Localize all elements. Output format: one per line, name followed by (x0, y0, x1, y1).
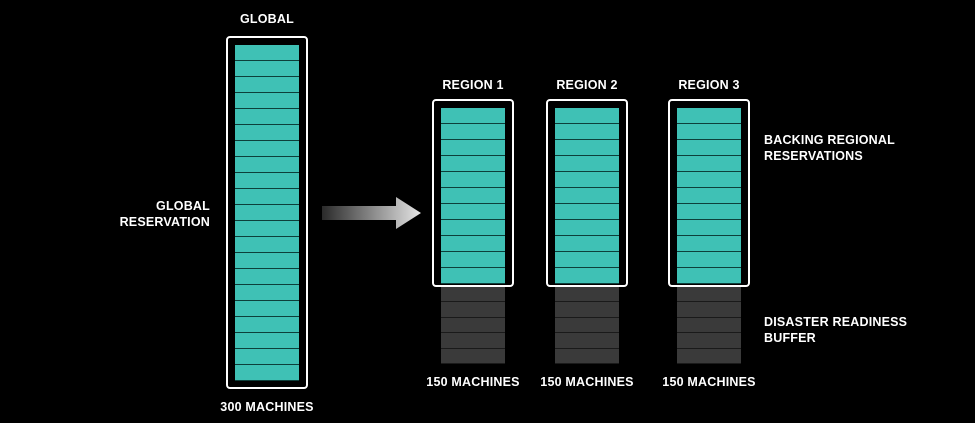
global-reservation-cell (235, 93, 299, 109)
region-reservation-cell (441, 252, 505, 268)
global-reservation-cell (235, 253, 299, 269)
region-buffer-cell (555, 302, 619, 318)
global-reservation-cell (235, 61, 299, 77)
global-reservation-cell (235, 317, 299, 333)
region-3-buffer-stack (677, 287, 741, 365)
global-reservation-cell (235, 285, 299, 301)
region-reservation-cell (677, 124, 741, 140)
region-reservation-cell (555, 156, 619, 172)
region-reservation-cell (555, 220, 619, 236)
global-reservation-cell (235, 173, 299, 189)
backing-label-line1: BACKING REGIONAL (764, 133, 895, 147)
region-buffer-cell (677, 333, 741, 349)
region-reservation-cell (555, 108, 619, 124)
global-reservation-cell (235, 269, 299, 285)
region-reservation-cell (441, 268, 505, 284)
region-2-buffer-stack (555, 287, 619, 365)
region-buffer-cell (441, 333, 505, 349)
region-buffer-cell (677, 348, 741, 365)
region-1-buffer-stack (441, 287, 505, 365)
disaster-readiness-buffer-label: DISASTER READINESS BUFFER (764, 314, 907, 346)
region-reservation-cell (677, 220, 741, 236)
region-reservation-cell (441, 236, 505, 252)
global-reservation-label-line2: RESERVATION (119, 215, 210, 229)
global-reservation-stack (235, 45, 299, 381)
region-buffer-cell (441, 348, 505, 365)
buffer-label-line1: DISASTER READINESS (764, 315, 908, 329)
backing-regional-reservations-label: BACKING REGIONAL RESERVATIONS (764, 132, 895, 164)
region-3-machines-label: 150 MACHINES (662, 375, 756, 389)
global-reservation-label: GLOBAL RESERVATION (100, 198, 210, 230)
region-buffer-cell (555, 317, 619, 334)
global-reservation-cell (235, 141, 299, 157)
region-1-frame (432, 99, 514, 287)
region-buffer-cell (441, 317, 505, 334)
region-reservation-cell (441, 204, 505, 220)
global-reservation-cell (235, 109, 299, 125)
region-reservation-cell (441, 140, 505, 156)
global-reservation-label-line1: GLOBAL (156, 199, 210, 213)
backing-label-line2: RESERVATIONS (764, 149, 863, 163)
region-reservation-cell (555, 172, 619, 188)
region-reservation-cell (555, 124, 619, 140)
region-buffer-cell (677, 287, 741, 303)
region-2-title: REGION 2 (556, 78, 618, 92)
global-reservation-cell (235, 365, 299, 381)
global-title: GLOBAL (240, 12, 294, 26)
region-3-frame (668, 99, 750, 287)
global-reservation-cell (235, 189, 299, 205)
region-reservation-cell (555, 252, 619, 268)
region-reservation-cell (677, 252, 741, 268)
global-reservation-cell (235, 205, 299, 221)
region-buffer-cell (555, 333, 619, 349)
region-reservation-cell (441, 156, 505, 172)
region-reservation-cell (441, 172, 505, 188)
region-1-reservation-stack (441, 108, 505, 284)
global-reservation-cell (235, 125, 299, 141)
region-reservation-cell (555, 204, 619, 220)
region-reservation-cell (677, 268, 741, 284)
region-2-machines-label: 150 MACHINES (540, 375, 634, 389)
region-reservation-cell (555, 268, 619, 284)
region-1-machines-label: 150 MACHINES (426, 375, 520, 389)
global-reservation-frame (226, 36, 308, 389)
region-buffer-cell (555, 287, 619, 303)
region-reservation-cell (677, 236, 741, 252)
region-reservation-cell (441, 124, 505, 140)
region-buffer-cell (441, 287, 505, 303)
region-reservation-cell (441, 108, 505, 124)
region-reservation-cell (441, 188, 505, 204)
region-reservation-cell (555, 188, 619, 204)
buffer-label-line2: BUFFER (764, 331, 816, 345)
region-buffer-cell (677, 302, 741, 318)
region-reservation-cell (677, 156, 741, 172)
region-1-title: REGION 1 (442, 78, 504, 92)
global-reservation-cell (235, 45, 299, 61)
global-reservation-cell (235, 301, 299, 317)
global-machines-label: 300 MACHINES (220, 400, 314, 414)
region-reservation-cell (555, 140, 619, 156)
flow-arrow-icon (322, 197, 421, 229)
region-buffer-cell (677, 317, 741, 334)
global-reservation-cell (235, 221, 299, 237)
global-reservation-cell (235, 157, 299, 173)
region-3-reservation-stack (677, 108, 741, 284)
region-reservation-cell (677, 204, 741, 220)
region-2-reservation-stack (555, 108, 619, 284)
region-reservation-cell (677, 188, 741, 204)
region-3-title: REGION 3 (678, 78, 740, 92)
global-reservation-cell (235, 333, 299, 349)
region-2-frame (546, 99, 628, 287)
global-reservation-cell (235, 349, 299, 365)
region-reservation-cell (555, 236, 619, 252)
region-reservation-cell (441, 220, 505, 236)
region-reservation-cell (677, 140, 741, 156)
region-buffer-cell (441, 302, 505, 318)
global-reservation-cell (235, 237, 299, 253)
region-reservation-cell (677, 172, 741, 188)
region-reservation-cell (677, 108, 741, 124)
region-buffer-cell (555, 348, 619, 365)
global-reservation-cell (235, 77, 299, 93)
